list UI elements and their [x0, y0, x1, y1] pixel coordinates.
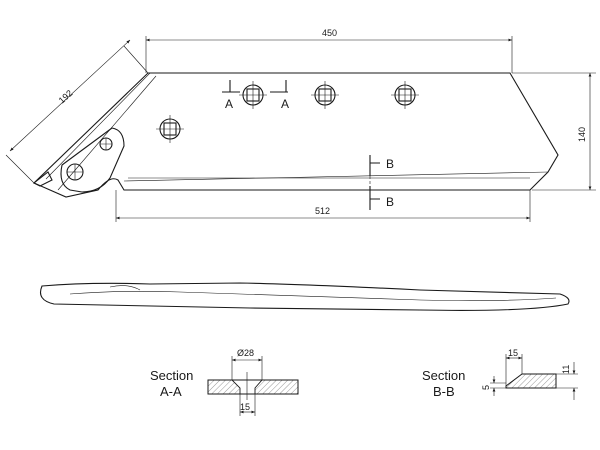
section-bb-top-width-label: 15: [508, 348, 518, 358]
section-aa-diameter-label: Ø28: [237, 348, 254, 358]
dim-label-192: 192: [57, 88, 75, 105]
cut-label-a-left: A: [225, 97, 233, 111]
dim-label-512: 512: [315, 206, 330, 216]
section-bb-title-1: Section: [422, 368, 465, 383]
cut-label-b-top: B: [386, 157, 394, 171]
side-profile-inner: [69, 291, 557, 301]
bolt-hole-2: [239, 81, 267, 109]
section-bb-right-thickness-label: 11: [561, 365, 571, 374]
cutting-edge-bevel: [45, 72, 151, 180]
cut-label-a-right: A: [281, 97, 289, 111]
section-aa-title-1: Section: [150, 368, 193, 383]
section-aa-width-label: 15: [240, 402, 250, 412]
section-bb-left-thickness-label: 5: [481, 385, 491, 390]
cut-marker-b: B B: [369, 155, 394, 210]
tip-block: [32, 171, 53, 187]
bolt-hole-1: [156, 115, 184, 143]
dimension-height: 140: [512, 72, 596, 191]
section-bb-body: [505, 373, 557, 389]
side-view: [39, 282, 570, 311]
heel-plate: [60, 127, 125, 193]
bottom-bevel-line: [123, 171, 549, 182]
bolt-hole-3: [311, 81, 339, 109]
dim-label-450: 450: [322, 28, 337, 38]
plan-view: A A B B 450 512 140: [5, 28, 596, 222]
section-a-a: Section A-A Ø28 15: [150, 348, 299, 416]
dim-label-140: 140: [577, 127, 587, 142]
cut-marker-a-left: A: [222, 80, 240, 111]
side-profile-outline: [39, 282, 570, 311]
dimension-top-length: 450: [145, 28, 513, 73]
section-bb-title-2: B-B: [433, 384, 455, 399]
dimension-angled-edge: 192: [5, 39, 149, 184]
bolt-hole-4: [391, 81, 419, 109]
cut-label-b-bottom: B: [386, 195, 394, 209]
share-outline: [33, 72, 559, 198]
dimension-bottom-length: 512: [115, 190, 531, 222]
section-b-b: Section B-B 15 5 11: [422, 348, 578, 400]
section-aa-title-2: A-A: [160, 384, 182, 399]
cut-marker-a-right: A: [270, 80, 289, 111]
